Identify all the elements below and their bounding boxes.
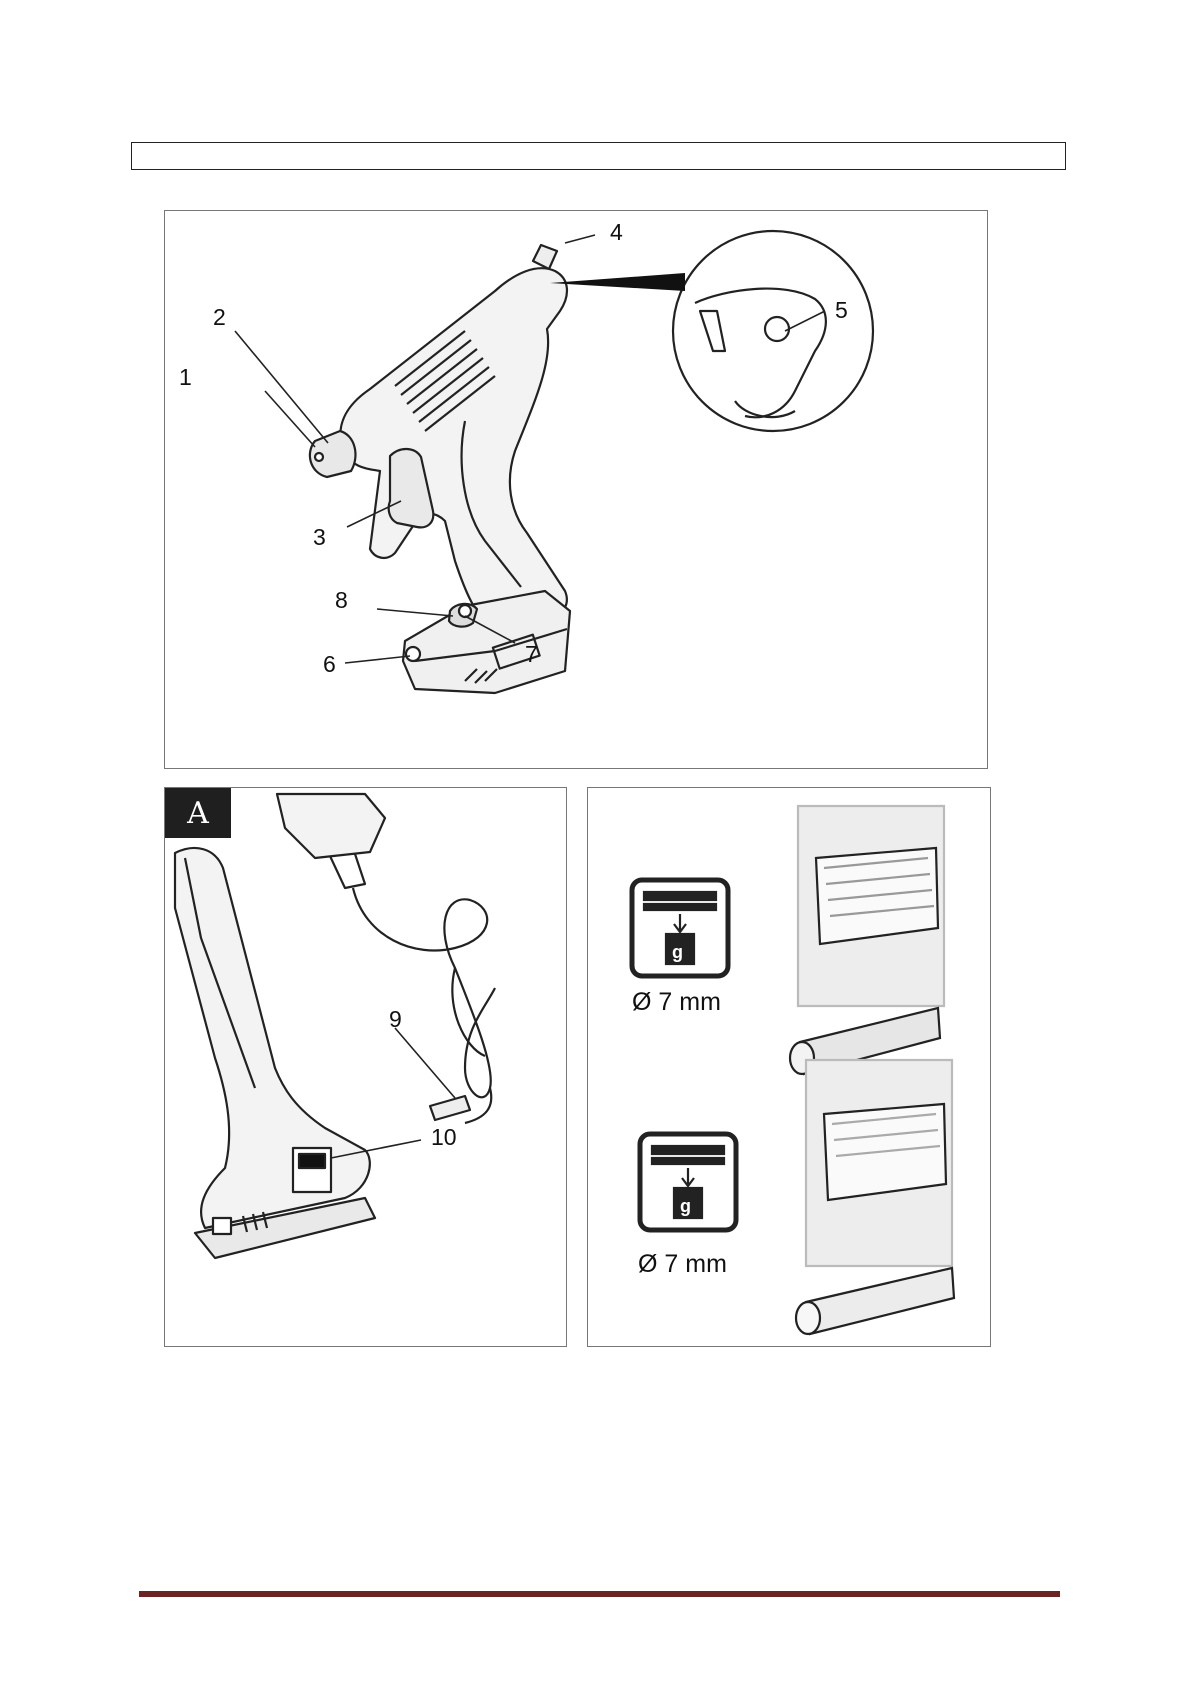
- callout-7: 7: [525, 643, 538, 666]
- callout-8: 8: [335, 589, 348, 612]
- footer-rule: [139, 1591, 1060, 1597]
- weight-label-2: g: [680, 1196, 691, 1216]
- glue-sticks-panel: g g Ø 7 mm Ø 7 mm: [587, 787, 991, 1347]
- callout-4: 4: [610, 221, 623, 244]
- callout-9: 9: [389, 1008, 402, 1031]
- header-box: [131, 142, 1066, 170]
- callout-1: 1: [179, 366, 192, 389]
- callout-10: 10: [431, 1126, 457, 1149]
- callout-2: 2: [213, 306, 226, 329]
- callout-6: 6: [323, 653, 336, 676]
- callout-3: 3: [313, 526, 326, 549]
- glue-gun-illustration: [165, 211, 989, 770]
- diameter-label-2: Ø 7 mm: [638, 1250, 727, 1279]
- weight-label-1: g: [672, 942, 683, 962]
- diameter-label-1: Ø 7 mm: [632, 988, 721, 1017]
- charger-illustration: [165, 788, 568, 1348]
- callout-5: 5: [835, 299, 848, 322]
- figure-a-charging: A 9 10: [164, 787, 567, 1347]
- glue-gun-figure: 4 2 1 3 5 8 7 6: [164, 210, 988, 769]
